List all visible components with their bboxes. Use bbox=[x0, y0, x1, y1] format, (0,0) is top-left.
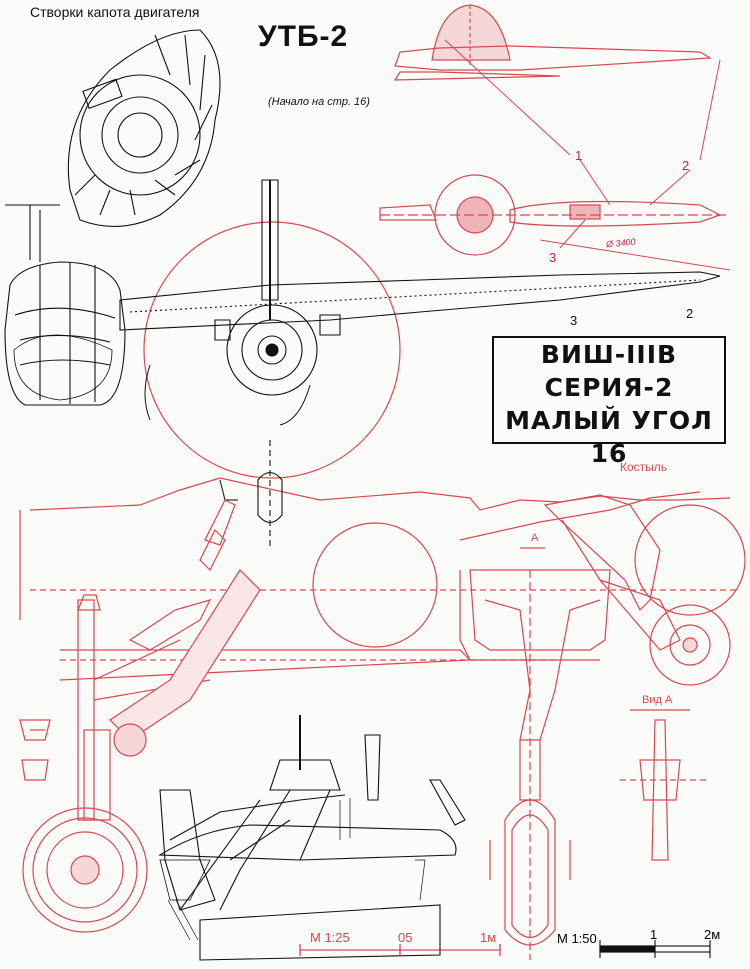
plate-line-1: ВИШ-IIIВ bbox=[540, 340, 678, 369]
tail-wheel-gear bbox=[520, 494, 711, 861]
cowl-flaps-drawing bbox=[67, 29, 221, 227]
scale-left-end: 1м bbox=[480, 930, 497, 945]
scale-right-end: 2м bbox=[704, 927, 721, 942]
continued-note: (Начало на стр. 16) bbox=[268, 96, 370, 108]
propeller-disc bbox=[143, 221, 401, 479]
view-a-label: Вид А bbox=[642, 694, 673, 706]
plate-line-2: СЕРИЯ-2 bbox=[544, 373, 674, 402]
propeller-side-view bbox=[393, 4, 712, 81]
tail-gear-front-view bbox=[469, 569, 611, 960]
scale-left-mid: 05 bbox=[398, 930, 413, 945]
cowl-flaps-caption: Створки капота двигателя bbox=[30, 4, 200, 20]
tailwheel-label: Костыль bbox=[620, 460, 668, 474]
gear-rear-view bbox=[158, 715, 466, 961]
scale-bar-left bbox=[299, 944, 501, 956]
wing-front-view bbox=[119, 179, 721, 550]
propeller-front-view bbox=[379, 39, 731, 271]
scale-right-mid: 1 bbox=[650, 927, 658, 942]
callout-2-top: 2 bbox=[682, 158, 690, 173]
plate-line-3: МАЛЫЙ УГОЛ 16 bbox=[505, 406, 713, 468]
arrow-a-label: А bbox=[531, 532, 539, 544]
callout-1: 1 bbox=[575, 148, 583, 163]
callout-3-top: 3 bbox=[549, 250, 557, 265]
fuselage-side-view bbox=[19, 477, 746, 686]
scale-right-ratio: М 1:50 bbox=[557, 931, 597, 946]
scale-bar-right bbox=[599, 940, 711, 958]
callout-2-plate: 2 bbox=[686, 306, 694, 321]
propeller-plate: ВИШ-IIIВ СЕРИЯ-2 МАЛЫЙ УГОЛ 16 bbox=[492, 336, 726, 468]
main-landing-gear bbox=[19, 499, 261, 933]
nose-glazing bbox=[4, 204, 126, 406]
scale-left-ratio: М 1:25 bbox=[310, 930, 350, 945]
callout-3-plate: 3 bbox=[570, 313, 578, 328]
aircraft-title: УТБ-2 bbox=[258, 20, 349, 53]
